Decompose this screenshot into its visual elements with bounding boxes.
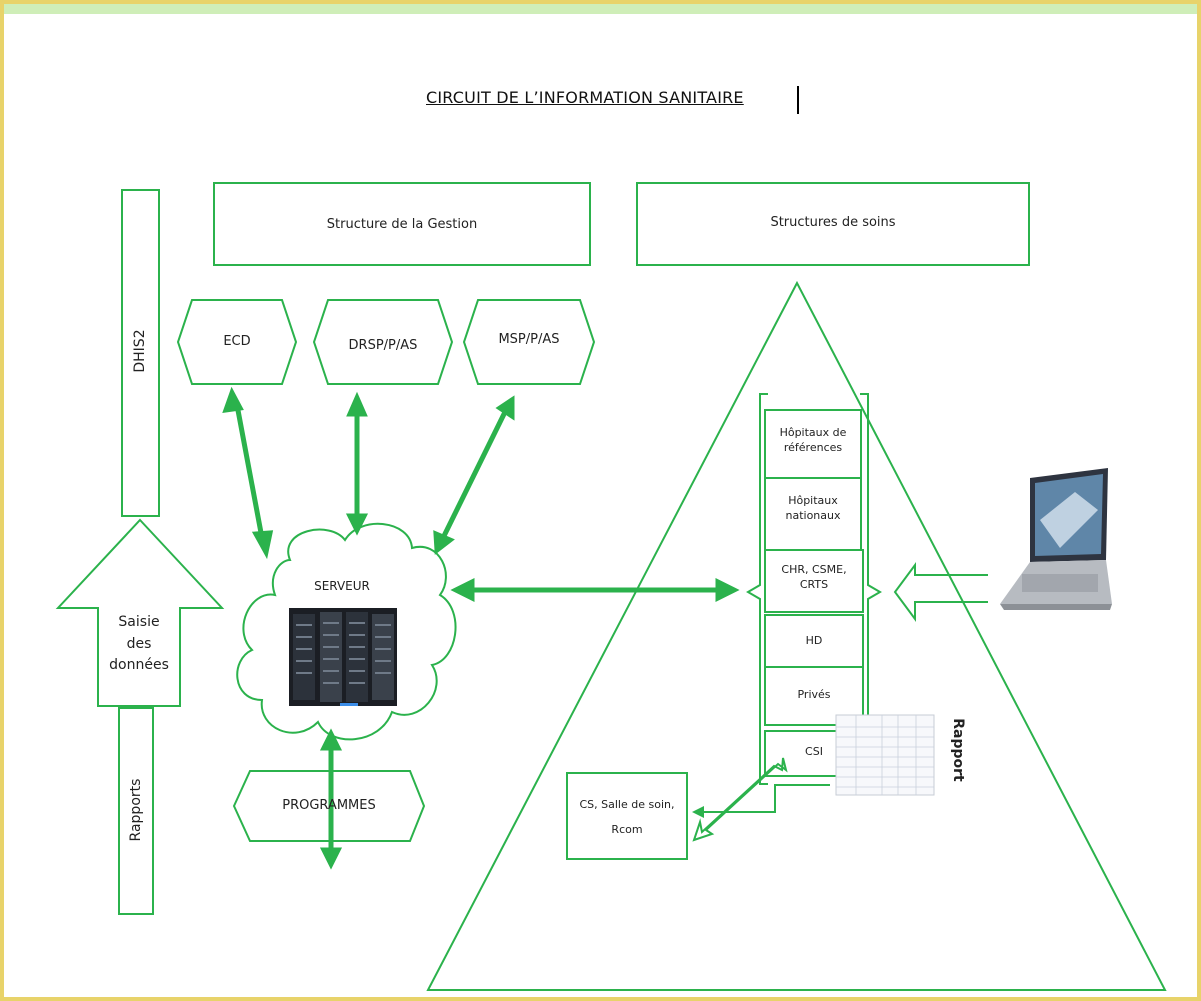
arrow-head — [450, 577, 475, 603]
arrow-msp-server — [439, 410, 508, 542]
level-label-4: HD — [805, 634, 823, 647]
arrow-head — [319, 847, 343, 870]
gestion-header-label: Structure de la Gestion — [326, 217, 478, 232]
level-label-1-line1: Hôpitaux de — [779, 426, 847, 439]
node-msp-label: MSP/P/AS — [498, 332, 560, 347]
node-ecd-label: ECD — [223, 334, 251, 349]
hexagon-ecd — [176, 299, 298, 385]
arrow-head — [222, 386, 244, 414]
page-title: CIRCUIT DE L’INFORMATION SANITAIRE — [426, 88, 744, 107]
gestion-header-box — [213, 182, 591, 266]
level-label-1-line2: références — [783, 440, 843, 454]
hollow-arrow-laptop — [893, 561, 988, 623]
rapport-doc-label: Rapport — [950, 718, 966, 782]
server-label: SERVEUR — [314, 579, 370, 593]
arrow-head — [345, 513, 369, 536]
level-label-5: Privés — [797, 688, 831, 701]
pyramid-triangle — [426, 280, 1167, 991]
saisie-line3: données — [109, 657, 169, 674]
hexagon-msp — [462, 299, 596, 385]
level-box-1 — [764, 409, 862, 479]
level-label-2: Hôpitaux nationaux — [765, 494, 861, 524]
hexagon-drsp — [312, 299, 454, 385]
level-box-2 — [764, 477, 862, 551]
base-box — [566, 772, 688, 860]
rapport-document-icon — [835, 714, 935, 796]
server-rack-icon — [289, 608, 397, 706]
hollow-arrow-base — [692, 757, 788, 842]
laptop-icon — [1000, 468, 1112, 610]
level-label-3: CHR, CSME, CRTS — [765, 563, 863, 593]
node-drsp-label: DRSP/P/AS — [348, 338, 418, 353]
rapports-bar — [118, 707, 154, 915]
level-label-2-line2: nationaux — [785, 508, 841, 522]
left-brace — [746, 393, 768, 785]
arrow-head — [692, 806, 704, 818]
rapports-label: Rapports — [128, 778, 144, 842]
saisie-label: Saisie des données — [98, 612, 180, 677]
base-label: CS, Salle de soin, Rcom — [567, 798, 687, 838]
hexagon-programmes — [232, 770, 426, 842]
arrow-head — [346, 391, 368, 417]
saisie-arrow — [55, 518, 225, 707]
arrow-head — [495, 395, 515, 421]
arrow-head — [433, 530, 455, 555]
level-label-3-line2: CRTS — [799, 577, 829, 591]
base-label-line1: CS, Salle de soin, — [579, 798, 675, 811]
arrow-rapport-base — [700, 784, 830, 813]
text-caret — [797, 86, 799, 114]
dhis2-bar — [121, 189, 160, 517]
saisie-line1: Saisie — [118, 614, 160, 630]
level-box-4 — [764, 614, 864, 668]
arrow-head — [715, 577, 740, 603]
level-label-3-line1: CHR, CSME, — [781, 563, 847, 576]
saisie-line2: des — [126, 635, 152, 652]
soins-header-box — [636, 182, 1030, 266]
programmes-label: PROGRAMMES — [282, 798, 376, 813]
level-box-3 — [764, 549, 864, 613]
level-label-6: CSI — [805, 745, 823, 758]
base-label-line2: Rcom — [611, 822, 643, 836]
dhis2-label: DHIS2 — [132, 329, 148, 373]
arrow-head — [319, 728, 343, 751]
level-label-1: Hôpitaux de références — [765, 426, 861, 456]
arrow-ecd-server — [234, 404, 265, 539]
soins-header-label: Structures de soins — [770, 215, 896, 230]
level-label-2-line1: Hôpitaux — [788, 494, 838, 507]
arrow-head — [251, 530, 274, 560]
